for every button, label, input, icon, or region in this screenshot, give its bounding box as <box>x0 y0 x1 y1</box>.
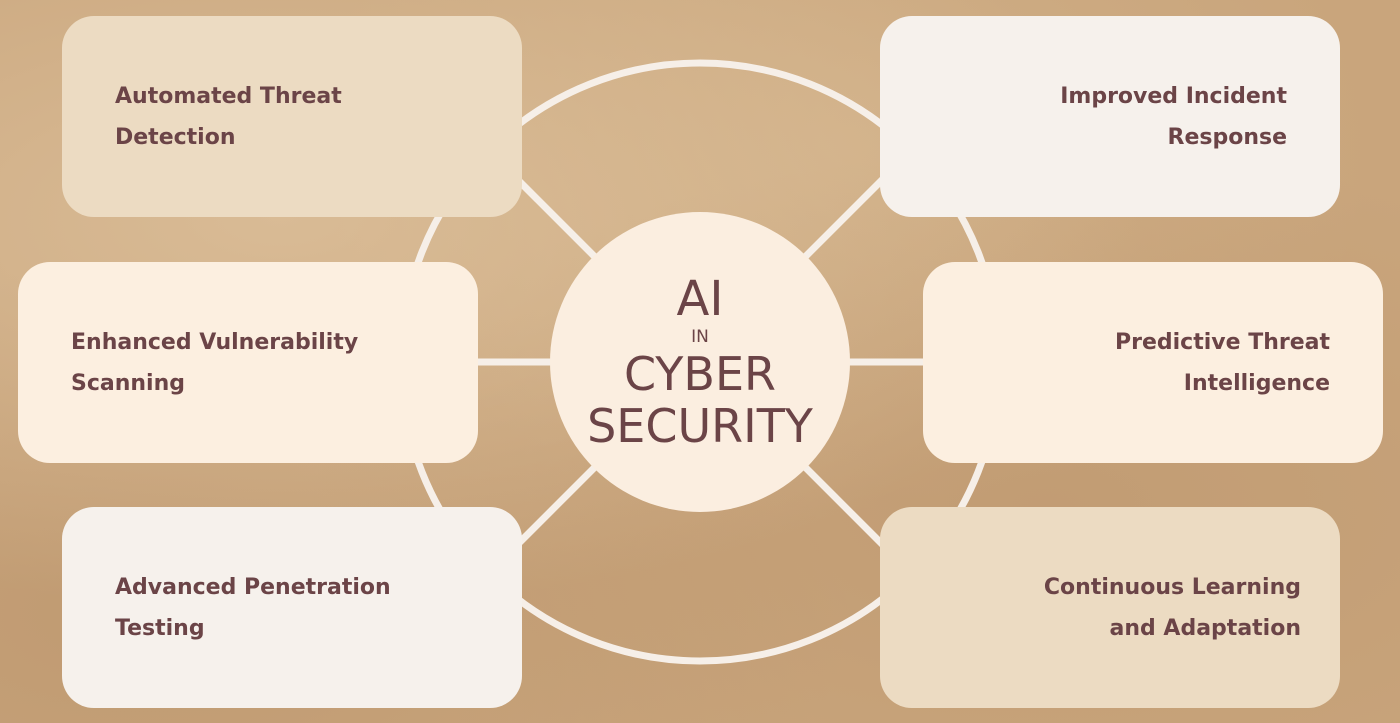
item-line: Testing <box>115 615 205 641</box>
item-line: Advanced Penetration <box>115 574 391 600</box>
center-title-ai: AI <box>676 271 724 327</box>
item-improved-incident-response: Improved Incident Response <box>880 16 1340 217</box>
item-line: Automated Threat <box>115 83 342 109</box>
item-line: Enhanced Vulnerability <box>71 329 359 355</box>
center-title-circle: AI IN CYBER SECURITY <box>550 212 850 512</box>
item-continuous-learning-adaptation: Continuous Learning and Adaptation <box>880 507 1340 708</box>
item-line: Intelligence <box>1183 370 1330 396</box>
item-advanced-penetration-testing: Advanced Penetration Testing <box>62 507 522 708</box>
item-line: Response <box>1167 124 1288 150</box>
item-line: Continuous Learning <box>1043 574 1301 600</box>
item-line: Improved Incident <box>1060 83 1287 109</box>
item-automated-threat-detection: Automated Threat Detection <box>62 16 522 217</box>
item-line: and Adaptation <box>1109 615 1301 641</box>
item-predictive-threat-intelligence: Predictive Threat Intelligence <box>923 262 1383 463</box>
center-title-cyber: CYBER <box>624 347 776 401</box>
item-line: Scanning <box>71 370 186 396</box>
item-line: Detection <box>115 124 236 150</box>
center-title-security: SECURITY <box>587 399 813 453</box>
item-enhanced-vulnerability-scanning: Enhanced Vulnerability Scanning <box>18 262 478 463</box>
center-title-in: IN <box>691 327 709 347</box>
item-line: Predictive Threat <box>1114 329 1330 355</box>
